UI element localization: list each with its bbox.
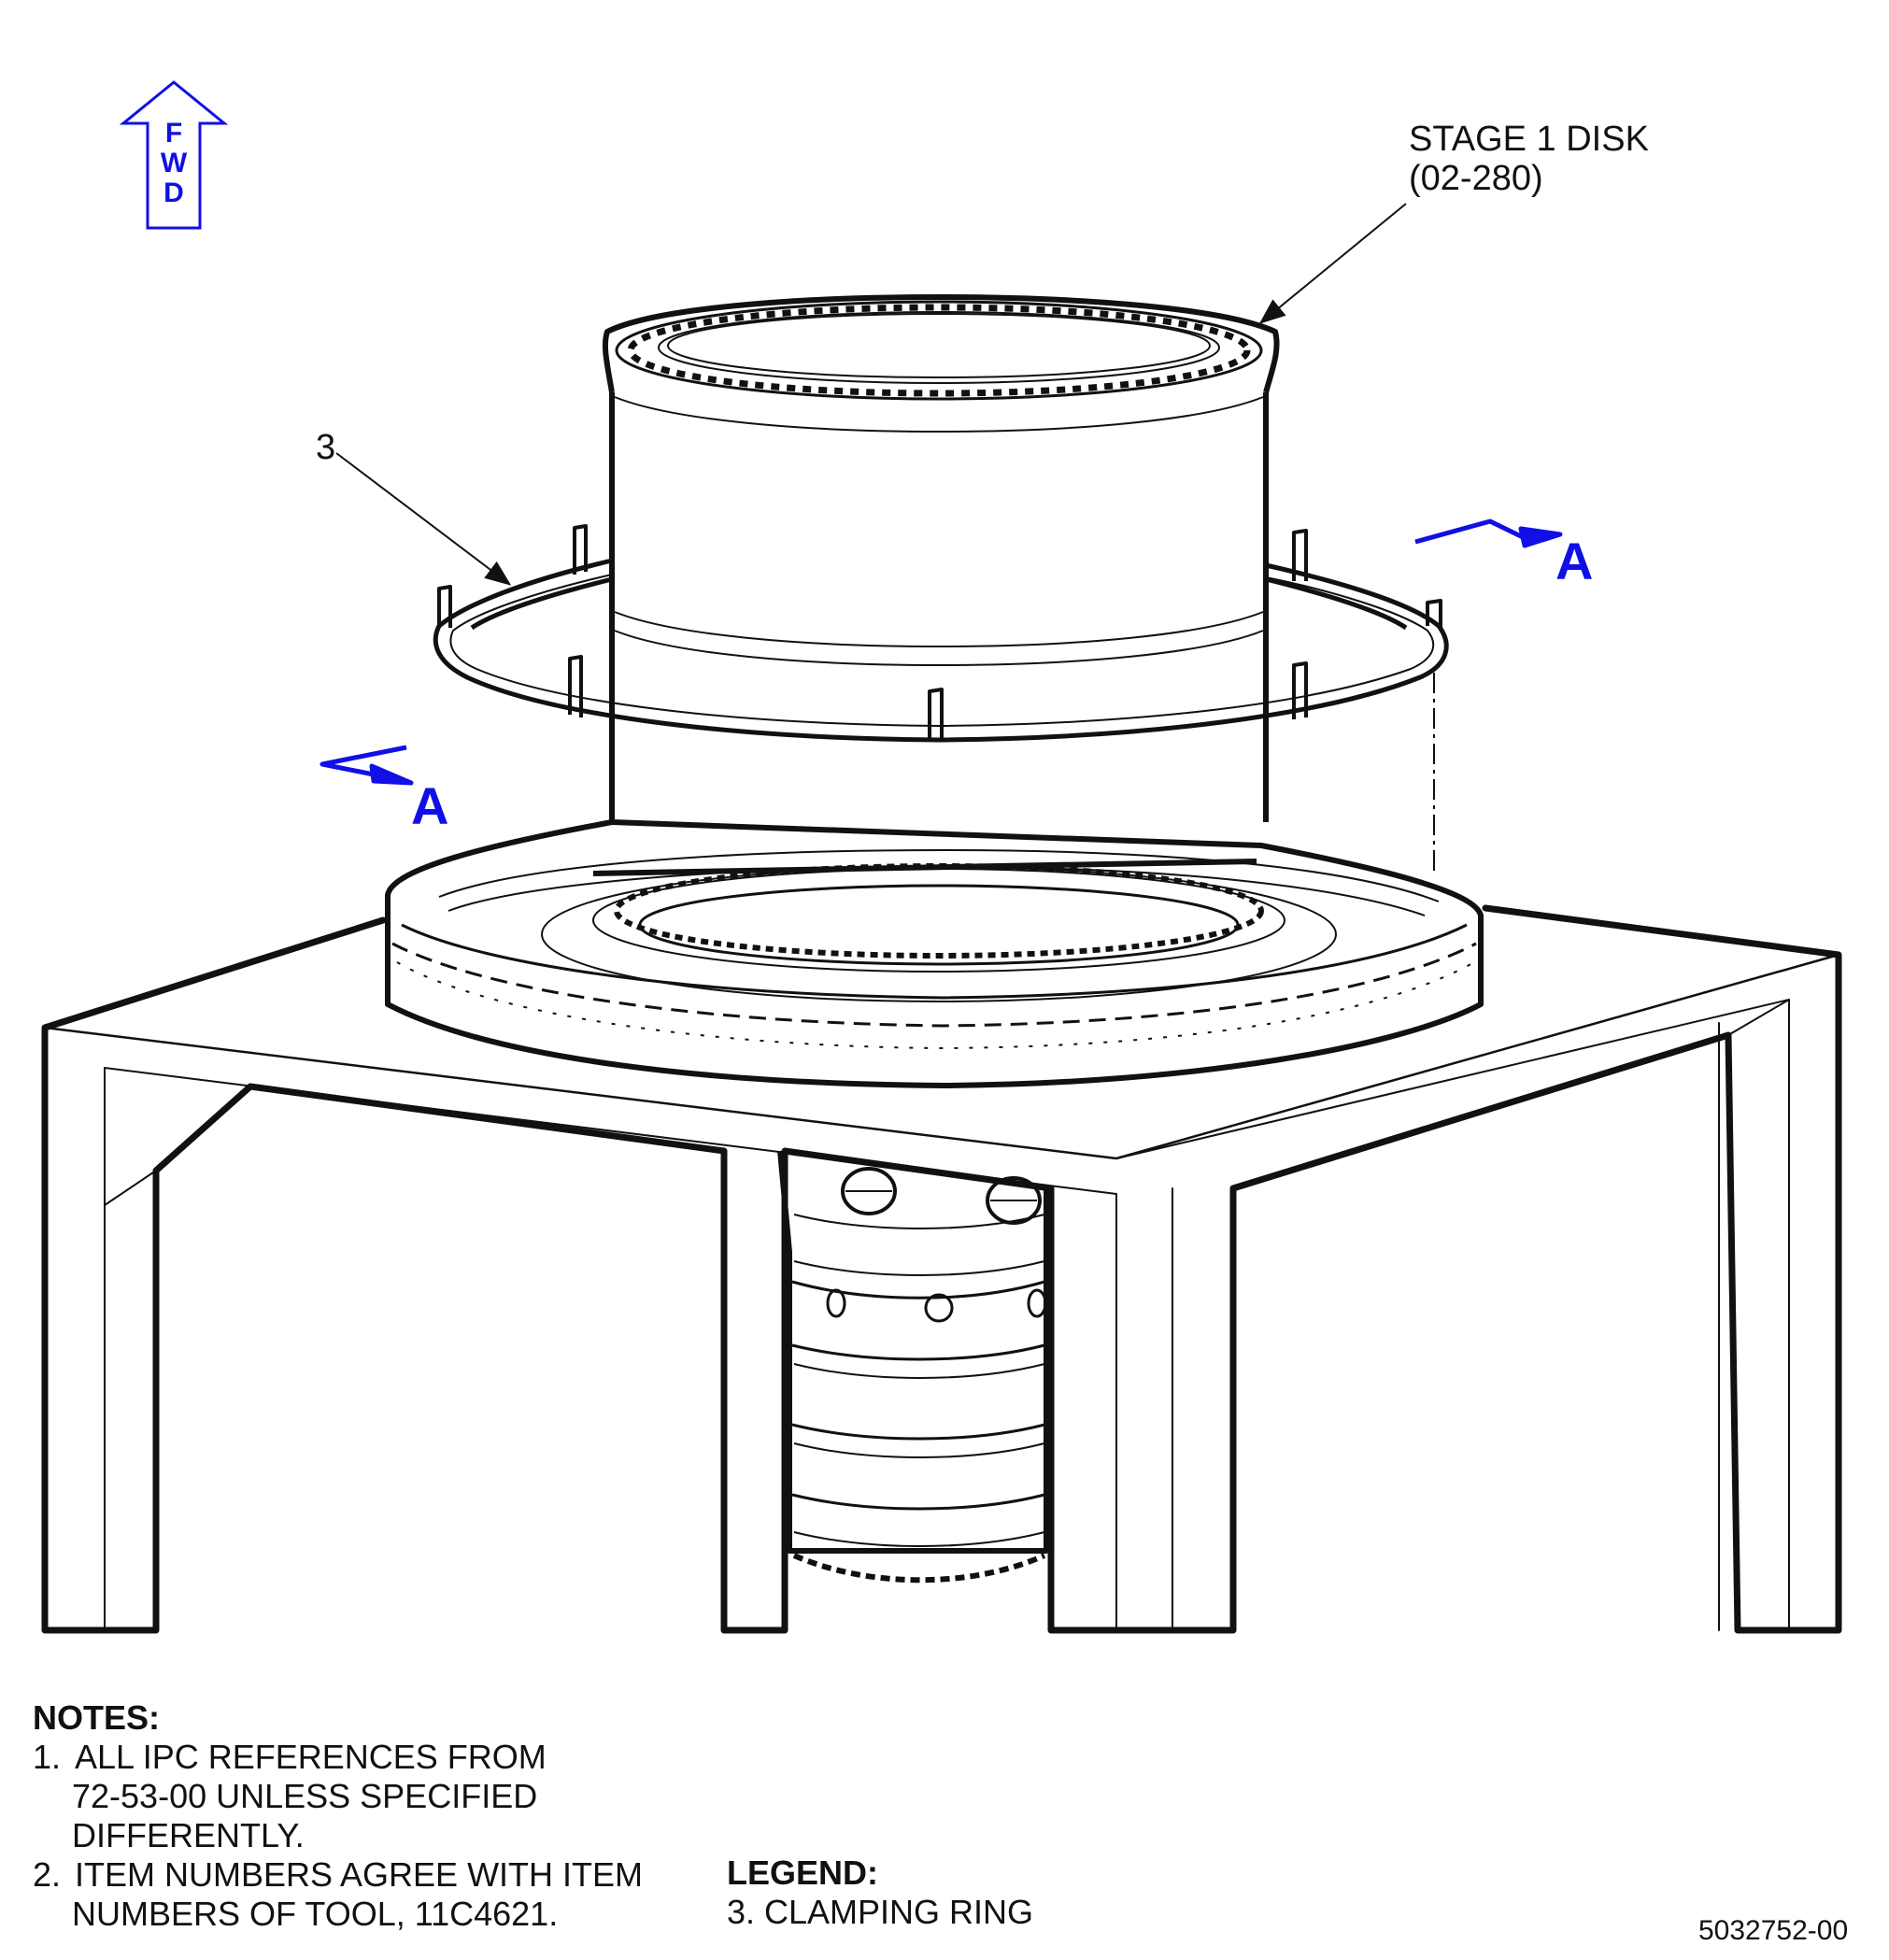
stage1-disk bbox=[602, 294, 1280, 822]
fwd-label-w: W bbox=[160, 148, 188, 178]
fwd-label-f: F bbox=[164, 118, 183, 149]
note-1-number: 1. bbox=[33, 1738, 62, 1776]
rotor-shaft bbox=[777, 1150, 1049, 1584]
note-2-number: 2. bbox=[33, 1855, 62, 1894]
figure-number: 5032752-00 bbox=[1698, 1915, 1849, 1946]
note-1-line-3: DIFFERENTLY. bbox=[72, 1816, 305, 1854]
legend-title: LEGEND: bbox=[727, 1853, 878, 1892]
note-2-line-2: NUMBERS OF TOOL, 11C4621. bbox=[72, 1895, 559, 1933]
callout-stage1-disk-ref: (02-280) bbox=[1409, 159, 1543, 198]
base-ring bbox=[385, 819, 1484, 1088]
clamping-ring bbox=[433, 524, 1449, 873]
leader-lines bbox=[335, 203, 1407, 586]
section-mark-right: A bbox=[1555, 532, 1594, 590]
callout-stage1-disk: STAGE 1 DISK bbox=[1409, 120, 1649, 159]
notes-title: NOTES: bbox=[33, 1698, 161, 1737]
note-2-line-1: ITEM NUMBERS AGREE WITH ITEM bbox=[75, 1855, 644, 1894]
fwd-label-d: D bbox=[163, 178, 184, 208]
note-1-line-1: ALL IPC REFERENCES FROM bbox=[75, 1738, 547, 1776]
callout-item-3: 3 bbox=[316, 428, 336, 467]
fwd-arrow-icon bbox=[119, 80, 229, 230]
legend-item-3: 3. CLAMPING RING bbox=[727, 1893, 1034, 1931]
fixture-stand bbox=[41, 904, 1842, 1634]
section-mark-left: A bbox=[411, 776, 449, 835]
note-1-line-2: 72-53-00 UNLESS SPECIFIED bbox=[72, 1777, 538, 1815]
section-cut-arrows bbox=[320, 518, 1563, 786]
